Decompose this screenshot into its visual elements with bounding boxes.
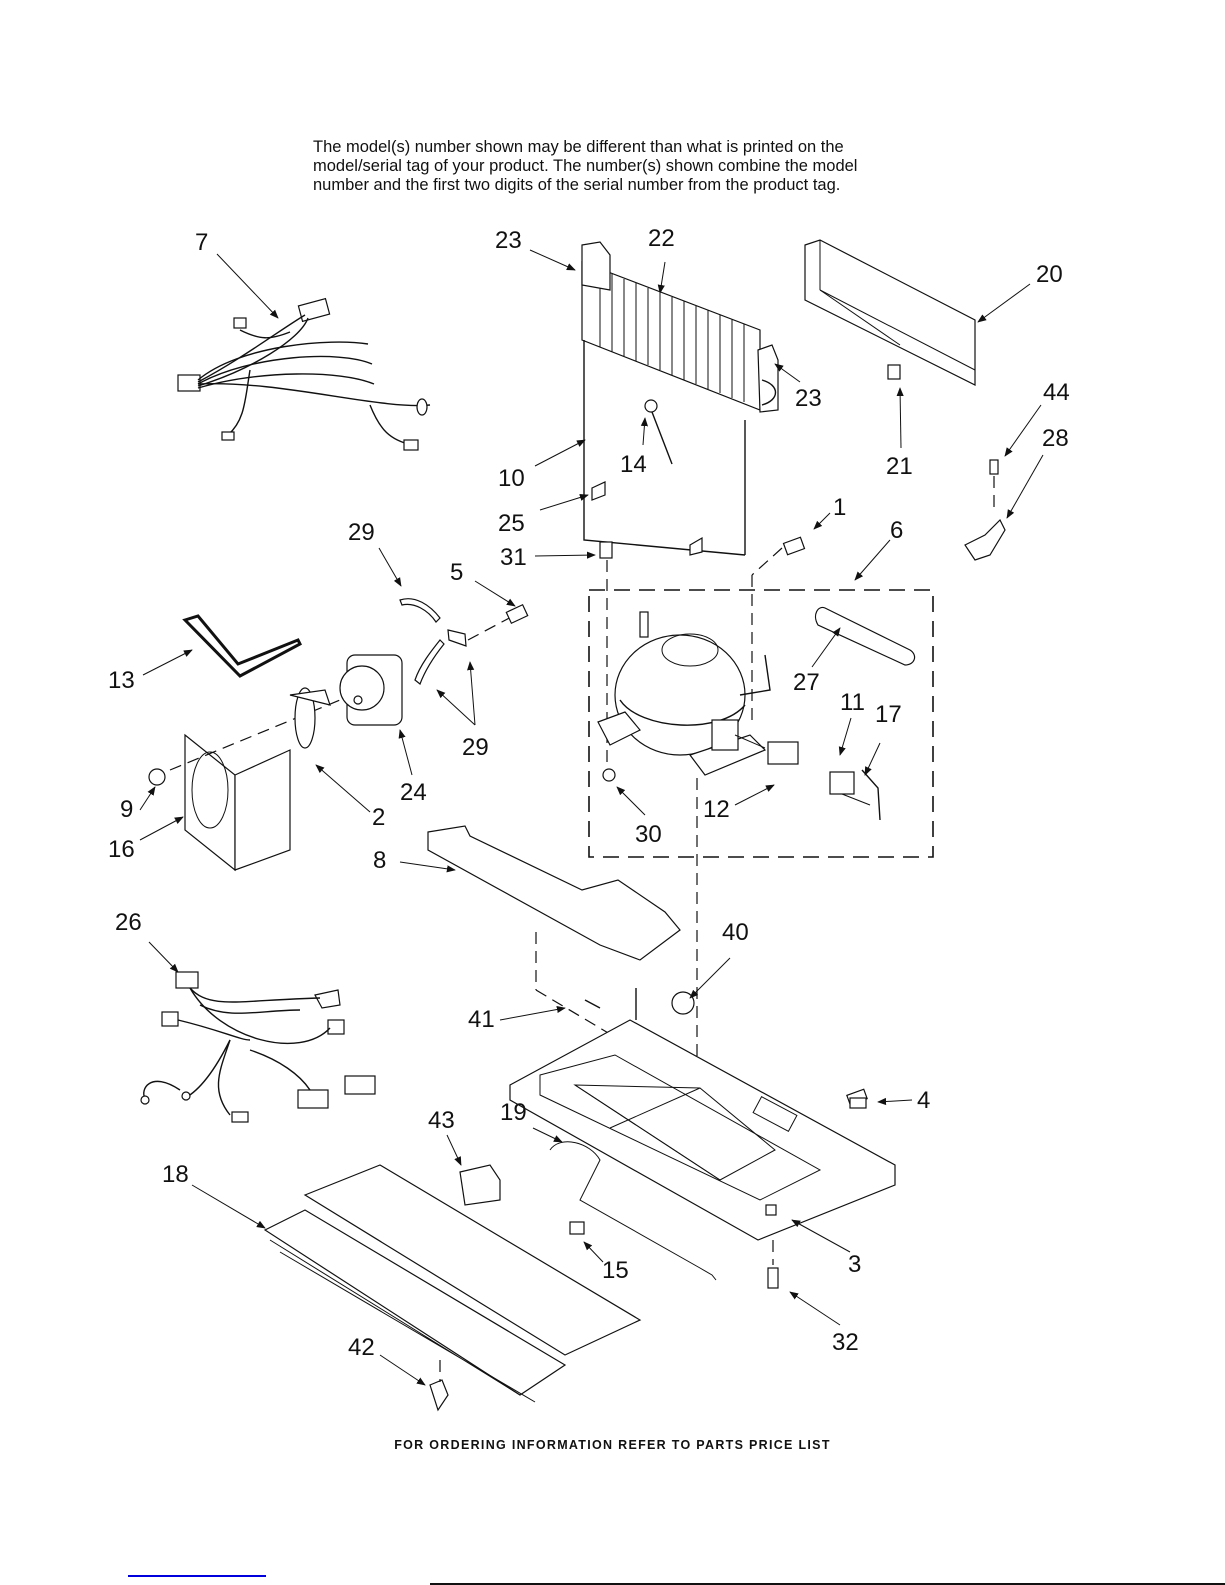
part-base-screws bbox=[767, 1097, 867, 1289]
bottom-rule-artifact bbox=[430, 1583, 1225, 1585]
callout-31: 31 bbox=[500, 544, 527, 571]
callout-20: 20 bbox=[1036, 261, 1063, 288]
callout-4: 4 bbox=[917, 1087, 930, 1114]
part-cover bbox=[804, 239, 976, 386]
callout-44: 44 bbox=[1043, 379, 1070, 406]
part-wiring-harness-bottom bbox=[140, 971, 376, 1123]
callout-3: 3 bbox=[848, 1251, 861, 1278]
model-number-notice: The model(s) number shown may be differe… bbox=[313, 138, 953, 195]
part-wiring-harness-top bbox=[177, 297, 431, 451]
callout-10: 10 bbox=[498, 465, 525, 492]
callout-2: 2 bbox=[372, 804, 385, 831]
callout-leaders bbox=[139, 249, 1044, 1386]
callout-19: 19 bbox=[500, 1099, 527, 1126]
part-heater-trough bbox=[583, 340, 746, 556]
callout-30: 30 bbox=[635, 821, 662, 848]
part-relay-overload bbox=[734, 734, 881, 821]
ordering-info-footer: FOR ORDERING INFORMATION REFER TO PARTS … bbox=[394, 1438, 831, 1452]
part-defrost-heater bbox=[429, 1141, 717, 1412]
callout-18: 18 bbox=[162, 1161, 189, 1188]
callout-5: 5 bbox=[450, 559, 463, 586]
part-mounting-screws bbox=[599, 536, 806, 765]
callout-32: 32 bbox=[832, 1329, 859, 1356]
callout-22: 22 bbox=[648, 225, 675, 252]
part-base-pan bbox=[509, 1019, 896, 1241]
callout-23-right: 23 bbox=[795, 385, 822, 412]
callout-24: 24 bbox=[400, 779, 427, 806]
callout-27: 27 bbox=[793, 669, 820, 696]
callout-11: 11 bbox=[840, 689, 865, 716]
link-underline-artifact bbox=[128, 1575, 266, 1577]
callout-26: 26 bbox=[115, 909, 142, 936]
notice-line-2: model/serial tag of your product. The nu… bbox=[313, 157, 858, 175]
callout-40: 40 bbox=[722, 919, 749, 946]
callout-16: 16 bbox=[108, 836, 135, 863]
part-evaporator bbox=[581, 241, 779, 413]
callout-28: 28 bbox=[1042, 425, 1069, 452]
callout-29-top: 29 bbox=[348, 519, 375, 546]
callout-23-left: 23 bbox=[495, 227, 522, 254]
callout-7: 7 bbox=[195, 229, 208, 256]
callout-12: 12 bbox=[703, 796, 730, 823]
compressor-kit-boundary bbox=[588, 589, 934, 858]
callout-labels: 7 23 22 20 23 44 28 21 10 14 25 1 6 29 3… bbox=[108, 225, 1070, 1361]
notice-line-1: The model(s) number shown may be differe… bbox=[313, 138, 844, 156]
callout-1: 1 bbox=[833, 494, 846, 521]
part-filter-drier bbox=[814, 606, 916, 666]
part-screw-bracket bbox=[964, 459, 1006, 561]
callout-41: 41 bbox=[468, 1006, 495, 1033]
callout-6: 6 bbox=[890, 517, 903, 544]
callout-17: 17 bbox=[875, 701, 902, 728]
callout-14: 14 bbox=[620, 451, 647, 478]
part-gasket bbox=[182, 614, 302, 678]
part-compressor bbox=[597, 575, 771, 1080]
part-drain-pan bbox=[427, 825, 681, 1041]
callout-9: 9 bbox=[120, 796, 133, 823]
part-grommet-pin bbox=[584, 988, 695, 1020]
part-bottom-evaporator-coil bbox=[263, 1164, 642, 1403]
callout-8: 8 bbox=[373, 847, 386, 874]
part-defrost-thermostat bbox=[644, 399, 673, 465]
callout-15: 15 bbox=[602, 1257, 629, 1284]
part-clips bbox=[399, 598, 529, 685]
callout-43: 43 bbox=[428, 1107, 455, 1134]
callout-29-bottom: 29 bbox=[462, 734, 489, 761]
callout-13: 13 bbox=[108, 667, 135, 694]
notice-line-3: number and the first two digits of the s… bbox=[313, 176, 841, 194]
callout-25: 25 bbox=[498, 510, 525, 537]
part-fan-motor bbox=[289, 654, 403, 749]
callout-42: 42 bbox=[348, 1334, 375, 1361]
callout-21: 21 bbox=[886, 453, 913, 480]
